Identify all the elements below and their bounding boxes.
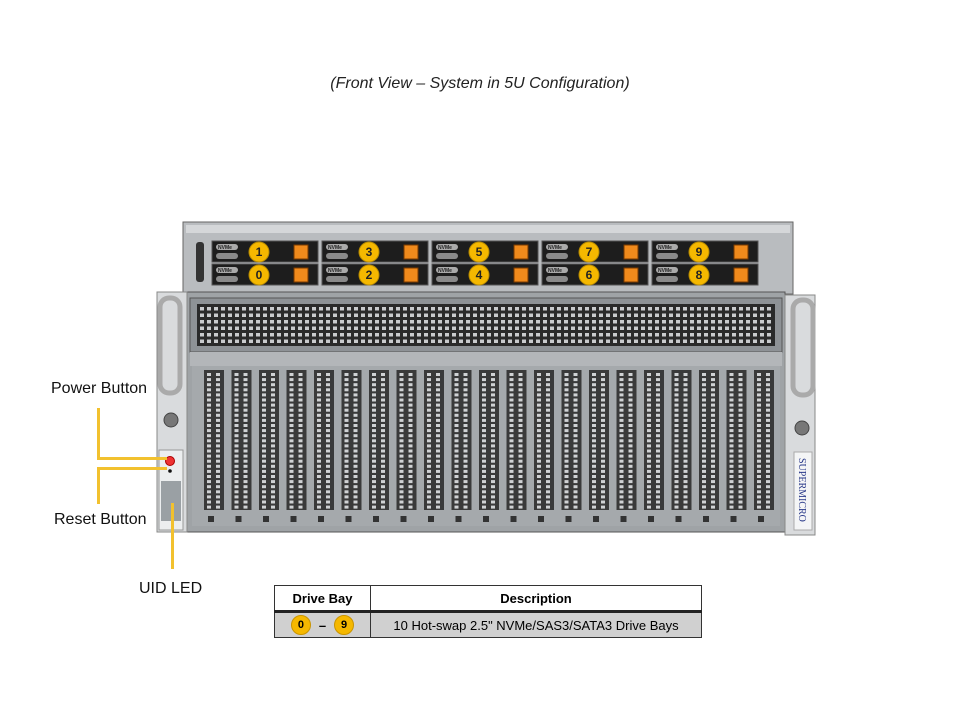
drive-number-badge	[688, 264, 710, 286]
drive-number-badge	[578, 241, 600, 263]
left-handle	[157, 295, 183, 396]
drive-badge: NVMe	[328, 268, 342, 274]
svg-text:9: 9	[696, 245, 703, 259]
power-callout-line	[97, 408, 100, 460]
reset-button-label: Reset Button	[54, 511, 147, 528]
svg-text:7: 7	[586, 245, 593, 259]
reset-button-icon[interactable]	[168, 469, 172, 473]
drive-bay[interactable]: NVMe 9	[651, 240, 759, 263]
svg-text:1: 1	[256, 245, 263, 259]
drive-number-badge	[358, 264, 380, 286]
drive-latch-icon	[733, 267, 749, 283]
drive-number-badge: 0	[290, 615, 311, 635]
drive-latch-icon	[513, 267, 529, 283]
drive-latch-icon	[513, 244, 529, 260]
table-row: 0–9 10 Hot-swap 2.5" NVMe/SAS3/SATA3 Dri…	[274, 611, 702, 638]
column-header: Description	[370, 585, 702, 613]
drive-latch-icon	[623, 267, 639, 283]
svg-text:3: 3	[366, 245, 373, 259]
drive-bay[interactable]: NVMe 7	[541, 240, 649, 263]
svg-text:6: 6	[586, 268, 593, 282]
drive-number-badge	[688, 241, 710, 263]
drive-badge: NVMe	[218, 245, 232, 251]
drive-badge: NVMe	[658, 268, 672, 274]
table-header-row: Drive Bay Description	[274, 585, 702, 613]
reset-callout-line	[97, 467, 167, 470]
drive-latch-icon	[733, 244, 749, 260]
thumbscrew-icon	[163, 412, 179, 428]
led-panel	[161, 481, 181, 521]
drive-badge: NVMe	[548, 268, 562, 274]
drive-bay[interactable]: NVMe 3	[321, 240, 429, 263]
figure-caption: (Front View – System in 5U Configuration…	[330, 75, 630, 92]
drive-badge: NVMe	[438, 268, 452, 274]
drive-bay[interactable]: NVMe 6	[541, 263, 649, 286]
power-callout-line	[97, 457, 167, 460]
svg-text:5: 5	[476, 245, 483, 259]
power-button-icon[interactable]	[165, 456, 175, 466]
cage-handle	[196, 242, 204, 282]
drive-badge: NVMe	[548, 245, 562, 251]
drive-number-badge	[248, 264, 270, 286]
vent-grille	[197, 304, 775, 346]
drive-bay[interactable]: NVMe 0	[211, 263, 319, 286]
drive-latch-icon	[293, 244, 309, 260]
power-button-label: Power Button	[51, 380, 148, 397]
uid-callout-line	[171, 503, 174, 569]
svg-text:8: 8	[696, 268, 703, 282]
drive-badge: NVMe	[658, 245, 672, 251]
drive-number-badge	[358, 241, 380, 263]
description-cell: 10 Hot-swap 2.5" NVMe/SAS3/SATA3 Drive B…	[370, 611, 702, 638]
svg-text:0: 0	[256, 268, 263, 282]
drive-bay[interactable]: NVMe 5	[431, 240, 539, 263]
drive-bay[interactable]: NVMe 8	[651, 263, 759, 286]
brand-logo: SUPERMICRO	[796, 458, 807, 522]
drive-bay-range-cell: 0–9	[274, 611, 371, 638]
drive-latch-icon	[623, 244, 639, 260]
drive-bay[interactable]: NVMe 1	[211, 240, 319, 263]
svg-text:2: 2	[366, 268, 373, 282]
column-header: Drive Bay	[274, 585, 371, 613]
uid-led-label: UID LED	[139, 580, 203, 597]
drive-bay[interactable]: NVMe 2	[321, 263, 429, 286]
svg-text:4: 4	[476, 268, 483, 282]
drive-latch-icon	[293, 267, 309, 283]
drive-number-badge	[248, 241, 270, 263]
drive-number-badge: 9	[334, 615, 355, 635]
drive-bay-table: Drive Bay Description 0–9 10 Hot-swap 2.…	[274, 585, 702, 638]
drive-badge: NVMe	[438, 245, 452, 251]
drive-badge: NVMe	[328, 245, 342, 251]
drive-latch-icon	[403, 267, 419, 283]
drive-bay[interactable]: NVMe 4	[431, 263, 539, 286]
reset-callout-line	[97, 467, 100, 504]
drive-number-badge	[468, 264, 490, 286]
thumbscrew-icon	[794, 420, 810, 436]
drive-badge: NVMe	[218, 268, 232, 274]
drive-number-badge	[578, 264, 600, 286]
right-handle	[790, 297, 816, 398]
drive-number-badge	[468, 241, 490, 263]
drive-latch-icon	[403, 244, 419, 260]
